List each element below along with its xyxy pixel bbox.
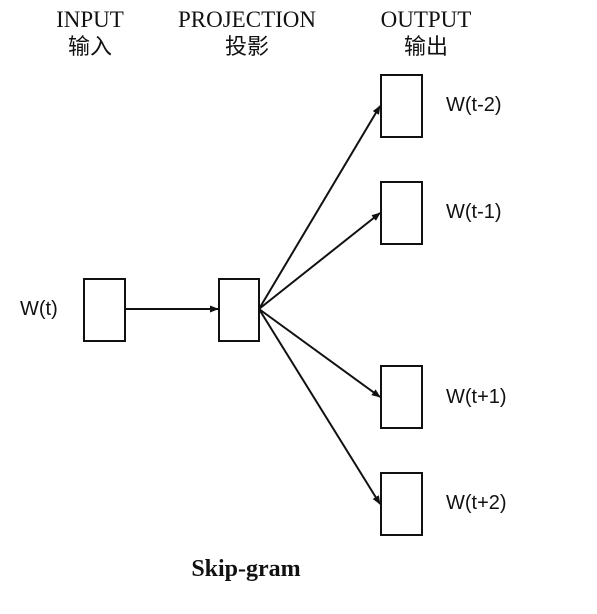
projection-box xyxy=(218,278,260,342)
diagram-caption: Skip-gram xyxy=(191,556,301,582)
column-header-projection: PROJECTION 投影 xyxy=(157,6,337,62)
column-header-output: OUTPUT 输出 xyxy=(336,6,516,62)
output-box-4 xyxy=(380,472,423,536)
arrow-to-output-4 xyxy=(258,308,381,505)
column-header-input-zh: 输入 xyxy=(67,35,112,60)
column-header-input-en: INPUT xyxy=(56,7,124,32)
arrow-to-output-1 xyxy=(258,105,381,310)
column-header-output-zh: 输出 xyxy=(403,35,448,60)
output-box-1 xyxy=(380,74,423,138)
output-box-2 xyxy=(380,181,423,245)
column-header-projection-en: PROJECTION xyxy=(177,7,316,32)
output-box-3 xyxy=(380,365,423,429)
column-header-projection-zh: 投影 xyxy=(224,35,269,60)
output-word-label-4: W(t+2) xyxy=(446,492,507,514)
arrow-to-output-2 xyxy=(258,212,381,310)
column-header-input: INPUT 输入 xyxy=(0,6,180,62)
input-box xyxy=(83,278,126,342)
column-header-output-en: OUTPUT xyxy=(380,7,472,32)
output-word-label-1: W(t-2) xyxy=(446,94,502,116)
output-word-label-2: W(t-1) xyxy=(446,201,502,223)
arrow-to-output-3 xyxy=(258,308,381,398)
input-word-label: W(t) xyxy=(20,298,58,320)
output-word-label-3: W(t+1) xyxy=(446,386,507,408)
